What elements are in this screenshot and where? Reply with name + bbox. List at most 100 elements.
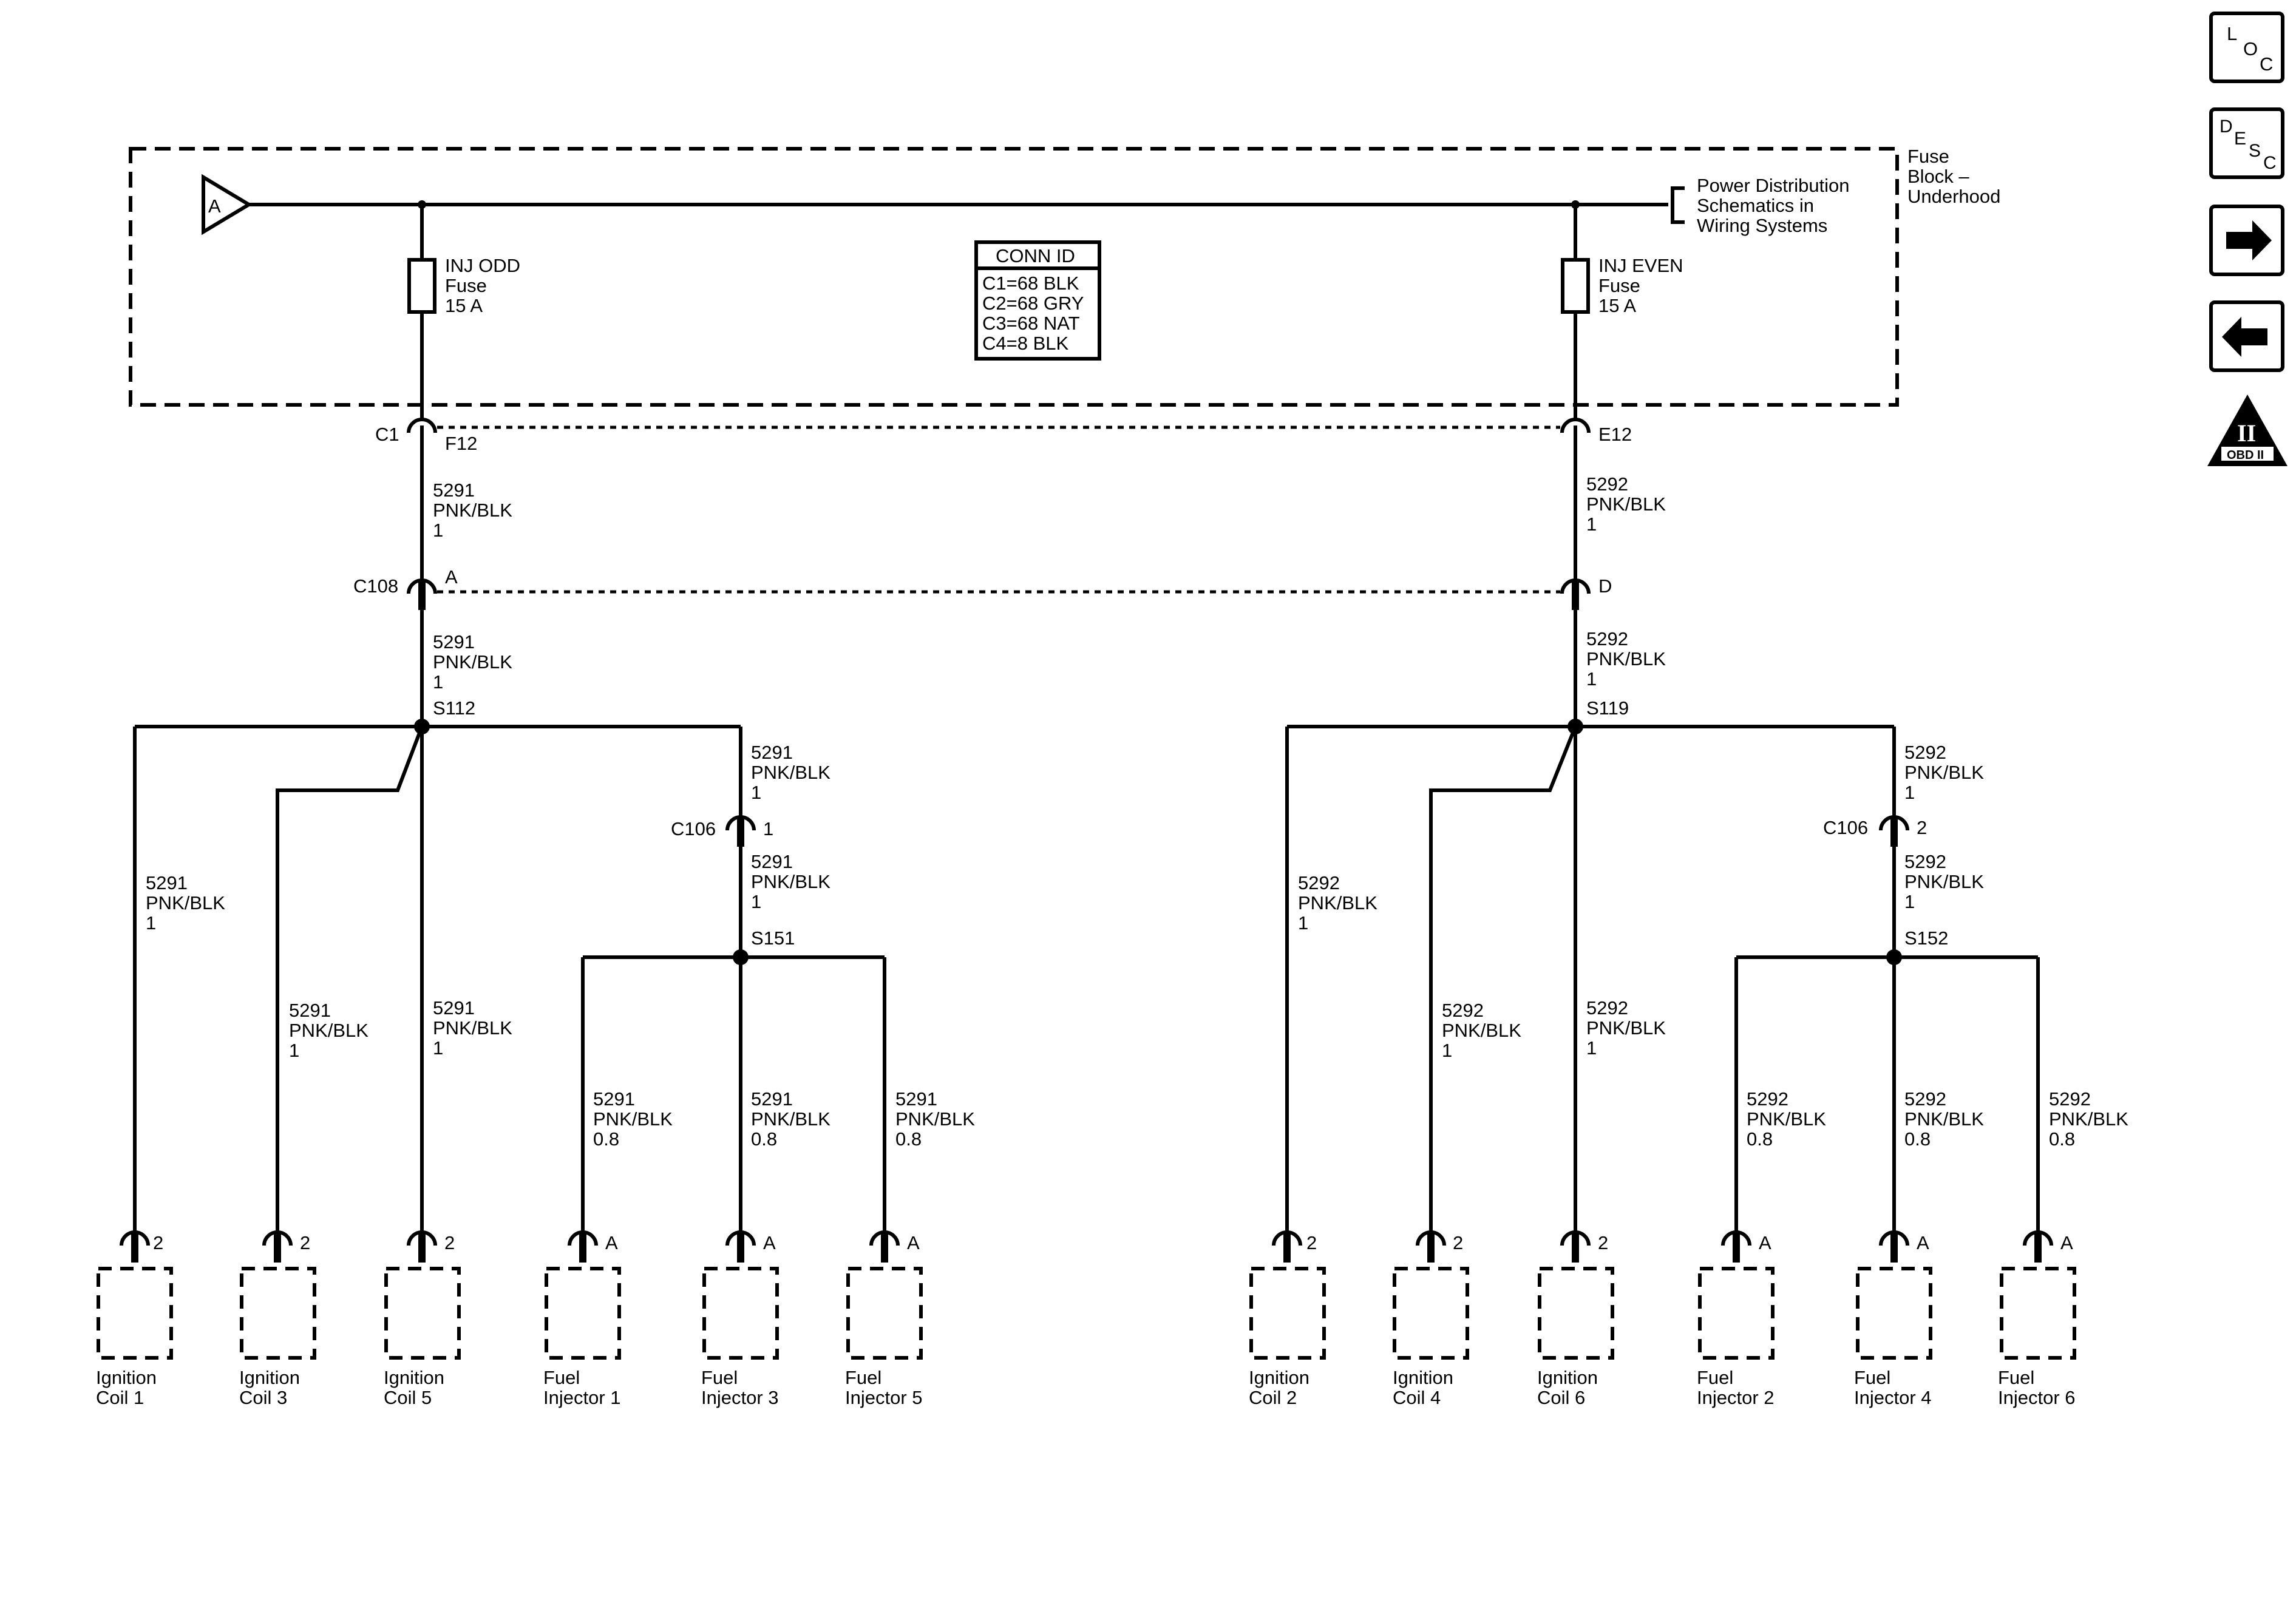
wire-label-even-c106-s152: 5292 PNK/BLK 1 (1904, 851, 1989, 912)
wire-label-odd-inj3: 5291 PNK/BLK 0.8 (751, 1088, 836, 1150)
wire-label-even-coil2: 5292 PNK/BLK 1 (1298, 872, 1383, 934)
svg-text:O: O (2243, 38, 2258, 59)
wire-label-odd-s112-c106: 5291 PNK/BLK 1 (751, 742, 836, 803)
svg-text:A: A (1917, 1232, 1929, 1253)
obd-ii-label: OBD II (2227, 449, 2264, 462)
svg-text:2: 2 (444, 1232, 455, 1253)
wire-label-odd-inj5: 5291 PNK/BLK 0.8 (895, 1088, 980, 1150)
connector-c108-pin-d: D (1598, 575, 1612, 597)
svg-text:C4=8 BLK: C4=8 BLK (982, 333, 1069, 354)
wire-label-even-inj6: 5292 PNK/BLK 0.8 (2049, 1088, 2134, 1150)
connector-e12-pin: E12 (1598, 424, 1632, 445)
next-page-button[interactable] (2209, 205, 2284, 276)
svg-text:C3=68 NAT: C3=68 NAT (982, 313, 1080, 334)
splice-s151-label: S151 (751, 927, 795, 949)
wire-label-odd-coil5: 5291 PNK/BLK 1 (433, 997, 518, 1059)
connector-c108-label: C108 (353, 575, 398, 597)
fuse-inj-even-label: INJ EVEN Fuse 15 A (1598, 255, 1688, 316)
connector-f12-pin: F12 (445, 433, 477, 454)
wire-label-odd-f12-c108: 5291 PNK/BLK 1 (433, 480, 518, 541)
fuse-inj-even (1561, 258, 1590, 314)
wire-label-even-coil4: 5292 PNK/BLK 1 (1442, 1000, 1527, 1061)
svg-text:L: L (2227, 23, 2237, 44)
right-arrow-icon (2226, 220, 2272, 260)
svg-text:E: E (2234, 129, 2246, 149)
connector-c106-even-label: C106 (1823, 817, 1868, 838)
svg-text:2: 2 (1598, 1232, 1608, 1253)
svg-text:A: A (2060, 1232, 2073, 1253)
svg-text:2: 2 (300, 1232, 310, 1253)
connector-c106-odd-label: C106 (671, 818, 716, 839)
svg-text:C1=68 BLK: C1=68 BLK (982, 273, 1079, 294)
connector-c106-odd[interactable] (725, 815, 756, 847)
wire-label-even-coil6: 5292 PNK/BLK 1 (1586, 997, 1671, 1059)
connector-c108-pin-a: A (445, 566, 458, 588)
connector-c1-even[interactable] (1560, 418, 1591, 443)
connector-c1-label: C1 (375, 424, 399, 445)
connector-c1-odd[interactable] (407, 418, 437, 443)
desc-button[interactable]: D E S C (2209, 107, 2284, 179)
fuse-block-label: Fuse Block – Underhood (1907, 146, 2000, 207)
splice-s119-label: S119 (1586, 697, 1629, 719)
svg-text:D: D (2220, 117, 2233, 137)
previous-page-button[interactable] (2209, 300, 2284, 372)
power-reference-triangle[interactable]: A (202, 174, 253, 236)
wire-label-odd-coil1: 5291 PNK/BLK 1 (146, 872, 231, 934)
obd-ii-button[interactable]: II OBD II (2207, 395, 2288, 466)
connector-c108-odd[interactable] (407, 578, 437, 610)
fuse-inj-odd (407, 258, 436, 314)
wire-label-even-inj2: 5292 PNK/BLK 0.8 (1747, 1088, 1832, 1150)
svg-text:2: 2 (1453, 1232, 1463, 1253)
svg-text:S: S (2249, 141, 2261, 161)
power-ref-text[interactable]: Power Distribution Schematics in Wiring … (1697, 175, 1855, 236)
svg-text:A: A (907, 1232, 920, 1253)
splice-s112-label: S112 (433, 697, 475, 719)
wire-label-even-s119-c106: 5292 PNK/BLK 1 (1904, 742, 1989, 803)
svg-text:2: 2 (1306, 1232, 1317, 1253)
connector-c108-even[interactable] (1560, 578, 1591, 610)
power-ref-bracket (1671, 186, 1685, 224)
obd-ii-numeral: II (2237, 419, 2256, 447)
left-arrow-icon (2222, 317, 2267, 357)
wire-label-even-inj4: 5292 PNK/BLK 0.8 (1904, 1088, 1989, 1150)
svg-text:C2=68 GRY: C2=68 GRY (982, 293, 1084, 314)
svg-text:A: A (605, 1232, 618, 1253)
svg-text:A: A (208, 195, 221, 217)
fuse-block-outline (129, 147, 1899, 407)
connector-c106-even[interactable] (1879, 815, 1909, 847)
wire-label-odd-coil3: 5291 PNK/BLK 1 (289, 1000, 374, 1061)
conn-id-table: CONN ID C1=68 BLK C2=68 GRY C3=68 NAT C4… (974, 240, 1101, 361)
svg-text:C: C (2260, 53, 2273, 75)
wire-label-odd-c106-s151: 5291 PNK/BLK 1 (751, 851, 836, 912)
svg-text:CONN ID: CONN ID (996, 245, 1075, 266)
connector-c106-even-pin: 2 (1917, 817, 1927, 838)
fuse-inj-odd-label: INJ ODD Fuse 15 A (445, 255, 526, 316)
wire-label-even-c108-s119: 5292 PNK/BLK 1 (1586, 628, 1671, 690)
svg-text:C: C (2263, 153, 2277, 173)
loc-button[interactable]: L O C (2209, 12, 2284, 83)
wire-label-odd-inj1: 5291 PNK/BLK 0.8 (593, 1088, 678, 1150)
